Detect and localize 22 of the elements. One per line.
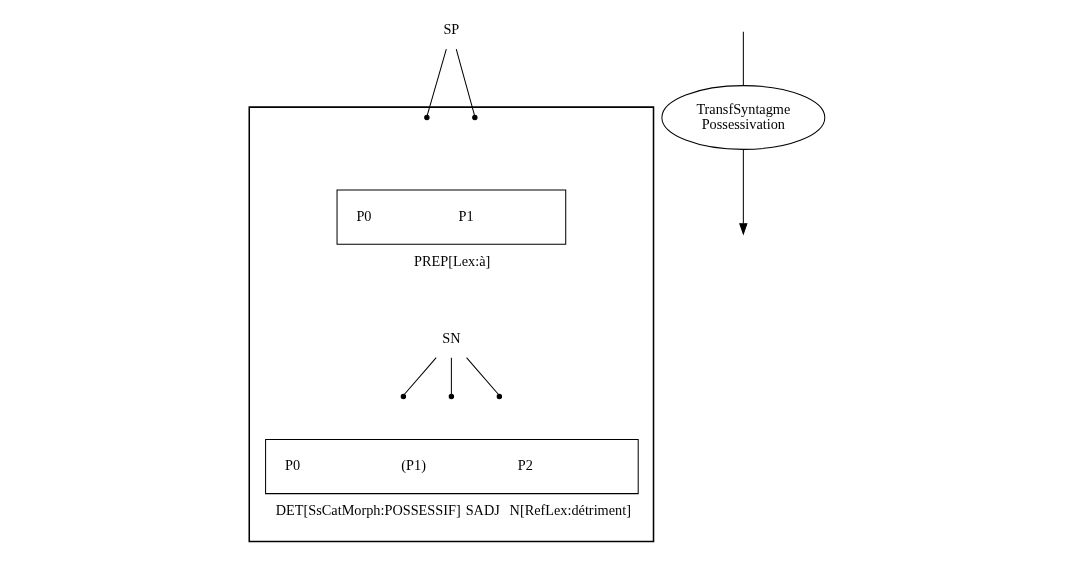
- node-box: P0 (P1) P2: [264, 439, 639, 495]
- node-circle: [400, 393, 406, 400]
- connector: [455, 48, 475, 116]
- node-circle: [496, 393, 502, 400]
- connector: [450, 357, 452, 395]
- connector: [403, 357, 437, 395]
- node-text: SN: [441, 329, 461, 346]
- node-circle: [471, 114, 478, 121]
- node-label: SADJ: [465, 502, 500, 519]
- node-ellipse: TransfSyntagme Possessivation: [660, 85, 825, 150]
- connector: [465, 357, 499, 395]
- node-text: SP: [442, 21, 459, 38]
- connector: [742, 31, 744, 87]
- cluster: [248, 106, 654, 543]
- node-circle: [448, 393, 454, 400]
- arrow: [738, 148, 748, 236]
- node-label: N[RefLex:détriment]: [509, 502, 631, 519]
- node-label: DET[SsCatMorph:POSSESSIF]: [275, 502, 461, 519]
- node-circle: [423, 114, 430, 121]
- node-label: PREP[Lex:à]: [413, 252, 490, 269]
- connector: [426, 48, 447, 116]
- node-box: P0 P1: [336, 189, 566, 245]
